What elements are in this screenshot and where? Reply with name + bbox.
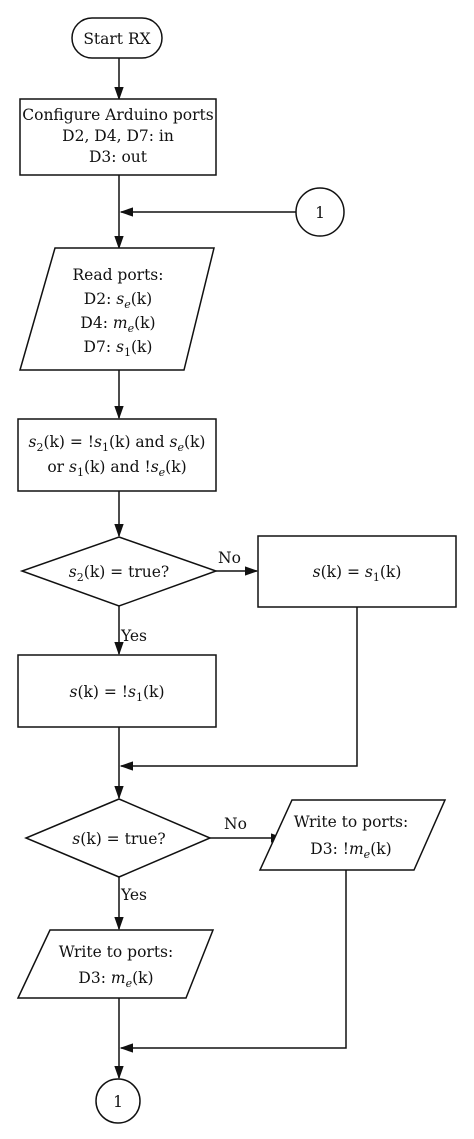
write-yes-port: D3: me(k) [78,969,153,990]
arrow-assign-no-merge [119,607,358,771]
read-d2: D2: se(k) [84,290,152,311]
read-ports-io: Read ports: D2: se(k) D4: me(k) D7: s1(k… [19,247,215,371]
configure-line-2: D2, D4, D7: in [62,127,174,145]
assign-yes-process: s(k) = !s1(k) [17,654,217,728]
write-no-port: D3: !me(k) [310,840,391,861]
start-terminal: Start RX [71,17,163,59]
compute-line-1: s2(k) = !s1(k) and se(k) [29,433,206,454]
decision-2-text: s(k) = true? [72,830,165,848]
compute-line-2: or s1(k) and !se(k) [47,458,186,479]
connector-out-label: 1 [113,1093,123,1111]
assign-no-text: s(k) = s1(k) [313,563,402,584]
connector-in: 1 [295,187,345,237]
configure-line-3: D3: out [89,148,148,166]
configure-line-1: Configure Arduino ports [22,106,214,124]
decision-1-text: s2(k) = true? [69,563,169,584]
read-d4: D4: me(k) [80,314,155,335]
write-yes-io: Write to ports: D3: me(k) [16,929,215,999]
arrow-write-no-merge [119,870,347,1053]
start-label: Start RX [83,30,150,48]
write-no-title: Write to ports: [294,813,409,831]
decision-1: s2(k) = true? No Yes [19,536,241,645]
decision-2-no-label: No [224,815,247,833]
connector-in-label: 1 [315,204,325,222]
write-no-io: Write to ports: D3: !me(k) [258,799,447,871]
read-title: Read ports: [72,266,163,284]
compute-process: s2(k) = !s1(k) and se(k) or s1(k) and !s… [17,418,217,492]
assign-no-process: s(k) = s1(k) [257,535,457,608]
decision-2: s(k) = true? No Yes [24,798,247,904]
write-yes-title: Write to ports: [59,943,174,961]
decision-1-no-label: No [218,549,241,567]
decision-1-yes-label: Yes [120,627,147,645]
connector-out: 1 [95,1078,141,1124]
read-d7: D7: s1(k) [84,338,153,359]
decision-2-yes-label: Yes [120,886,147,904]
assign-yes-text: s(k) = !s1(k) [70,683,165,704]
connector-lines [114,58,358,1080]
configure-process: Configure Arduino ports D2, D4, D7: in D… [19,98,217,176]
